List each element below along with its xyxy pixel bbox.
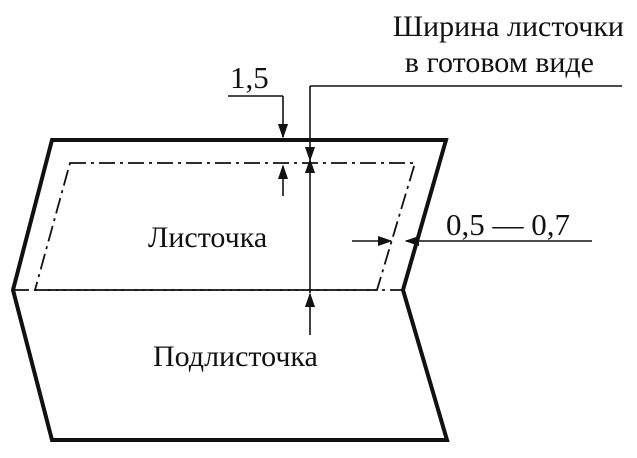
dim-top-label: 1,5 bbox=[230, 60, 269, 95]
upper-part-label: Листочка bbox=[148, 221, 267, 254]
lower-part-label: Подлисточка bbox=[153, 340, 318, 373]
width-title-line2: в готовом виде bbox=[405, 46, 594, 79]
width-title-line1: Ширина листочки bbox=[393, 10, 624, 43]
dim-side-label: 0,5 — 0,7 bbox=[446, 207, 570, 242]
